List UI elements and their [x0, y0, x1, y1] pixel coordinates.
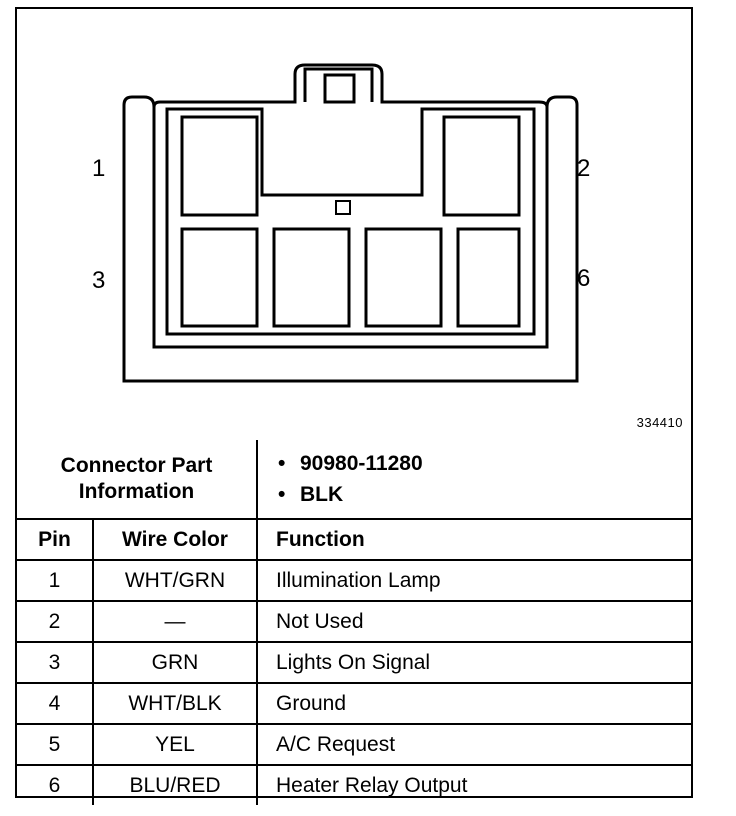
function-cell: Ground — [256, 682, 691, 725]
inner-rim — [165, 107, 536, 336]
pin-cell: 3 — [17, 641, 94, 684]
pin-cell: 6 — [17, 764, 94, 805]
wire-color-cell: — — [92, 600, 258, 643]
wire-color-cell: GRN — [92, 641, 258, 684]
table-row: 1 WHT/GRN Illumination Lamp — [17, 559, 691, 602]
function-cell: A/C Request — [256, 723, 691, 766]
wire-color-cell: WHT/GRN — [92, 559, 258, 602]
column-header-wire-color: Wire Color — [92, 518, 258, 561]
table-row: 6 BLU/RED Heater Relay Output — [17, 764, 691, 805]
cavity-1 — [180, 115, 259, 217]
housing-inner-outline — [152, 63, 549, 347]
connector-info-row: Connector Part Information 90980-11280 B… — [17, 440, 691, 520]
table-row: 4 WHT/BLK Ground — [17, 682, 691, 725]
table-row: 2 — Not Used — [17, 600, 691, 643]
function-cell: Lights On Signal — [256, 641, 691, 684]
pin-label-2: 2 — [577, 155, 591, 182]
column-header-pin: Pin — [17, 518, 94, 561]
connector-info-label-text: Connector Part Information — [60, 454, 213, 503]
pin-label-3: 3 — [92, 267, 106, 294]
pin-label-6: 6 — [577, 265, 591, 292]
column-header-function: Function — [256, 518, 691, 561]
housing-outline — [122, 95, 579, 383]
cavity-4 — [272, 227, 351, 328]
connector-frame: 1 2 3 6 334410 Connector Part Informatio… — [15, 7, 693, 805]
latch-outline — [303, 67, 374, 102]
pin-cell: 2 — [17, 600, 94, 643]
pin-cell: 4 — [17, 682, 94, 725]
function-cell: Heater Relay Output — [256, 764, 691, 805]
function-cell: Not Used — [256, 600, 691, 643]
pin-cell: 1 — [17, 559, 94, 602]
connector-info-list: 90980-11280 BLK — [256, 440, 691, 520]
cavity-3 — [180, 227, 259, 328]
figure-id: 334410 — [636, 415, 683, 430]
cavity-6 — [456, 227, 521, 328]
cavity-2 — [442, 115, 521, 217]
column-header-row: Pin Wire Color Function — [17, 518, 691, 561]
pinout-table: Connector Part Information 90980-11280 B… — [17, 440, 691, 805]
wire-color-cell: YEL — [92, 723, 258, 766]
pin-label-1: 1 — [92, 155, 106, 182]
table-row: 3 GRN Lights On Signal — [17, 641, 691, 684]
connector-diagram: 1 2 3 6 334410 — [17, 9, 691, 439]
function-cell: Illumination Lamp — [256, 559, 691, 602]
connector-color: BLK — [300, 479, 691, 510]
connector-info-label: Connector Part Information — [17, 440, 258, 520]
pin-cell: 5 — [17, 723, 94, 766]
wire-color-cell: BLU/RED — [92, 764, 258, 805]
connector-part-number: 90980-11280 — [300, 448, 691, 479]
wire-color-cell: WHT/BLK — [92, 682, 258, 725]
latch-window — [323, 73, 356, 104]
connector-face-drawing — [122, 63, 579, 383]
key-square — [335, 200, 351, 215]
cavity-5 — [364, 227, 443, 328]
table-row: 5 YEL A/C Request — [17, 723, 691, 766]
